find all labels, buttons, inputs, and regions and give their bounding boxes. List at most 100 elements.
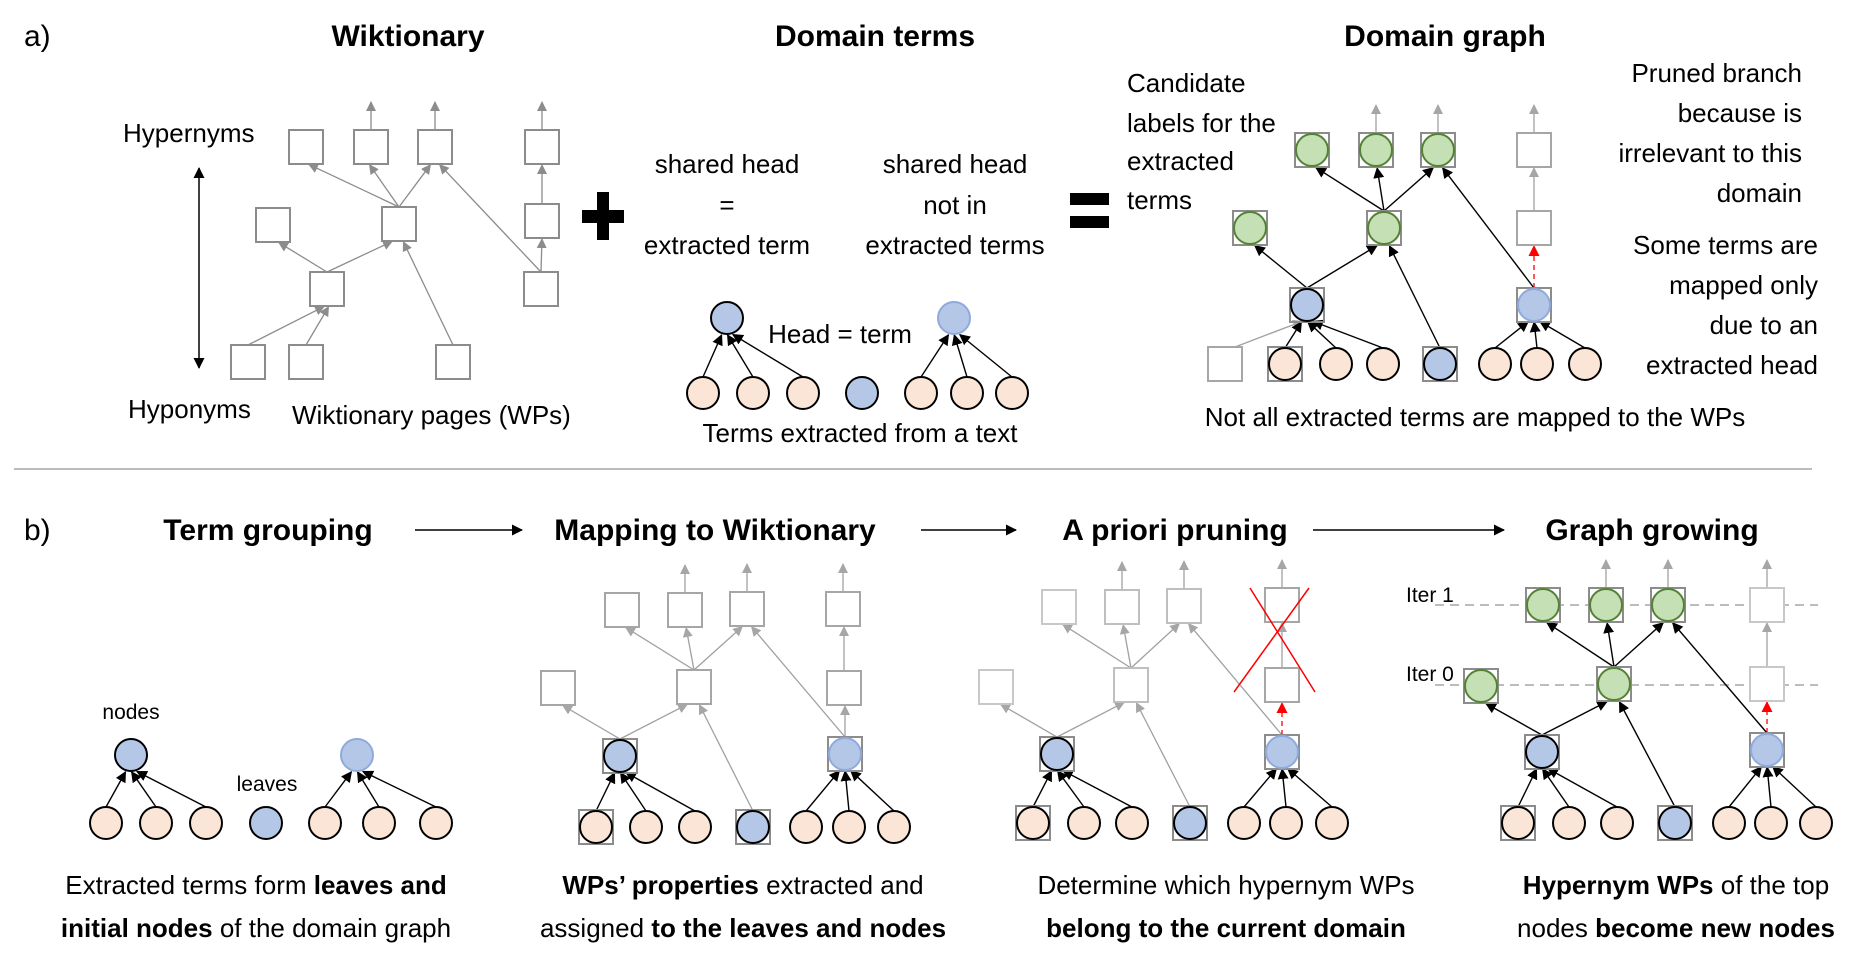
leaf-node <box>189 806 223 840</box>
node-head-only <box>828 737 862 771</box>
domain-terms-graph <box>686 301 1029 410</box>
wiktionary-caption: Wiktionary pages (WPs) <box>292 400 571 430</box>
edge <box>726 334 754 378</box>
node-head-only <box>340 738 374 772</box>
hypernym-wp-box <box>676 669 712 705</box>
iter-0-label: Iter 0 <box>1406 663 1454 686</box>
leaf-node <box>629 810 663 844</box>
pruned-wp-box <box>1264 667 1300 703</box>
leaf-node <box>1315 806 1349 840</box>
node-head-only <box>1517 288 1551 322</box>
mapped-note-1: Some terms are <box>1633 230 1818 260</box>
edge <box>625 626 695 671</box>
leaf-node <box>686 376 720 410</box>
edge <box>105 770 127 808</box>
edge <box>805 770 841 812</box>
right-col-line-3: extracted terms <box>865 230 1044 260</box>
pruned-wp-box <box>1749 587 1785 623</box>
caption-step-4-line-2: nodes become new nodes <box>1517 913 1835 943</box>
step-title-pruning: A priori pruning <box>1062 514 1288 547</box>
edge <box>361 770 437 808</box>
leaves-label: leaves <box>237 773 298 796</box>
candidate-label-node <box>1597 667 1631 701</box>
edge <box>1541 768 1570 808</box>
leaf-node <box>1712 806 1746 840</box>
candidate-label-node <box>1421 133 1455 167</box>
leaf-node <box>736 376 770 410</box>
domain-terms-title: Domain terms <box>775 20 975 53</box>
edge <box>1119 624 1132 669</box>
plus-icon <box>582 192 624 240</box>
edge <box>1388 245 1441 349</box>
leaf-blue-node <box>249 806 283 840</box>
edge <box>1306 244 1379 289</box>
edge <box>595 771 616 812</box>
edge <box>536 238 547 273</box>
domain-graph-title: Domain graph <box>1344 20 1546 53</box>
leaf-node <box>1268 347 1302 381</box>
candidate-label-node <box>1367 211 1401 245</box>
pruned-wp-box <box>826 670 862 706</box>
right-col-line-1: shared head <box>883 149 1028 179</box>
edge <box>1484 702 1543 736</box>
edge <box>698 704 754 812</box>
caption-step-2-line-2: assigned to the leaves and nodes <box>540 913 946 943</box>
wiktionary-page-box <box>288 129 324 165</box>
hypernym-wp-box <box>978 669 1014 705</box>
edge <box>625 771 696 812</box>
leaf-node <box>995 376 1029 410</box>
node-blue <box>1290 288 1324 322</box>
mapped-note-4: extracted head <box>1646 350 1818 380</box>
leaf-node <box>789 810 823 844</box>
edge <box>1529 321 1541 349</box>
hypernym-wp-box <box>604 592 640 628</box>
node-blue <box>1525 735 1559 769</box>
leaf-node <box>950 376 984 410</box>
edge <box>277 241 328 273</box>
edge <box>731 333 804 378</box>
edge <box>1383 167 1434 212</box>
edge <box>402 240 454 346</box>
edge <box>1762 766 1774 808</box>
step-title-mapping: Mapping to Wiktionary <box>554 514 876 547</box>
domain-graph <box>1207 104 1602 382</box>
panel-label-b: b) <box>24 514 51 547</box>
mapped-note-3: due to an <box>1710 310 1818 340</box>
pruning-graph <box>978 559 1349 841</box>
edge <box>130 770 157 808</box>
edge <box>1603 621 1615 668</box>
candidate-note-2: labels for the <box>1127 108 1276 138</box>
pruned-note-2: because is <box>1678 98 1802 128</box>
leaf-blue-node <box>845 376 879 410</box>
node-blue <box>710 301 744 335</box>
caption-step-2-line-1: WPs’ properties extracted and <box>562 870 923 900</box>
prune-cross-icon <box>1233 587 1310 693</box>
edge <box>1287 767 1333 808</box>
candidate-label-node <box>1589 588 1623 622</box>
leaf-node <box>1269 806 1303 840</box>
leaf-node <box>1366 347 1400 381</box>
wiktionary-page-box <box>435 344 471 380</box>
wiktionary-page-box <box>417 129 453 165</box>
domain-graph-panel: Domain graph Candidate labels for the ex… <box>1127 20 1818 432</box>
edge <box>305 305 330 346</box>
edge <box>693 626 744 671</box>
edge <box>999 703 1058 738</box>
edge <box>1314 166 1385 212</box>
edge <box>1618 701 1676 808</box>
caption-step-1-line-2: initial nodes of the domain graph <box>61 913 451 943</box>
leaf-node <box>579 810 613 844</box>
hypernyms-label: Hypernyms <box>123 118 254 148</box>
edge <box>850 769 895 812</box>
pruned-note-3: irrelevant to this <box>1618 138 1802 168</box>
leaf-blue-node <box>1658 806 1692 840</box>
leaf-node <box>1016 806 1050 840</box>
hypernym-wp-box <box>1104 589 1140 625</box>
iter-1-label: Iter 1 <box>1406 584 1454 607</box>
leaf-node <box>1799 806 1833 840</box>
edge <box>308 163 400 208</box>
term-grouping-graph <box>89 738 453 840</box>
pruned-wp-box <box>1264 587 1300 623</box>
leaf-node <box>1600 806 1634 840</box>
domain-graph-caption: Not all extracted terms are mapped to th… <box>1205 402 1745 432</box>
